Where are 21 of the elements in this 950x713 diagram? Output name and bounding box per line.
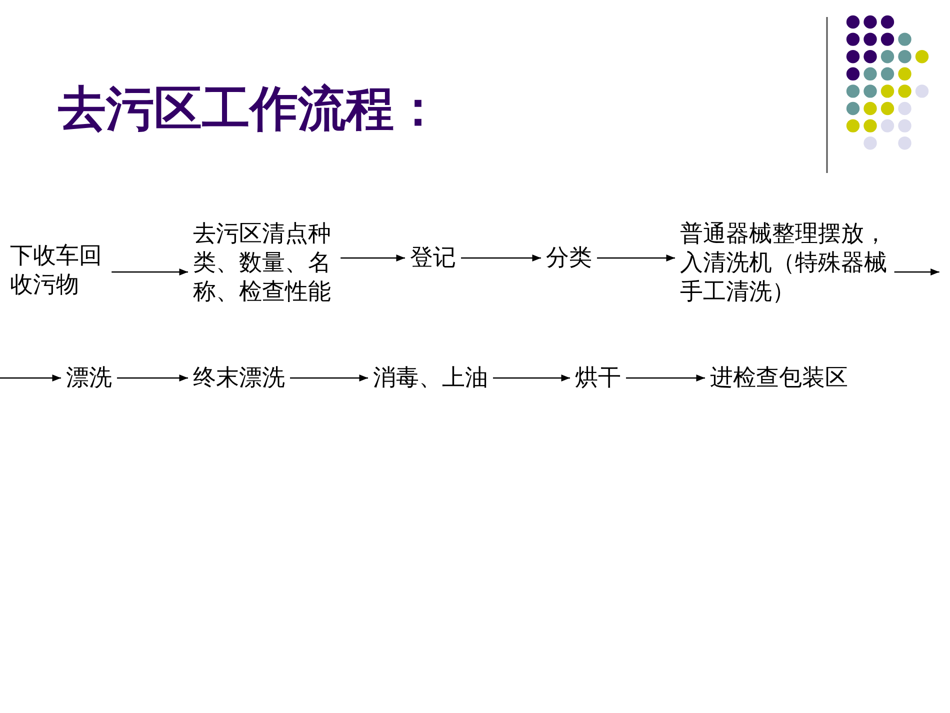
process-step-label: 烘干 bbox=[575, 364, 621, 393]
process-step-label: 去污区清点种类、数量、名称、检查性能 bbox=[193, 220, 336, 307]
process-step-label: 终末漂洗 bbox=[193, 364, 285, 393]
flow-arrow bbox=[340, 254, 405, 262]
flow-arrow bbox=[112, 268, 188, 276]
page-title: 去污区工作流程： bbox=[58, 80, 442, 138]
flow-arrow bbox=[290, 374, 368, 382]
process-step-label: 分类 bbox=[546, 244, 592, 273]
flow-arrow bbox=[597, 254, 675, 262]
flow-arrow bbox=[0, 374, 61, 382]
flow-arrow bbox=[493, 374, 570, 382]
process-step-label: 进检查包装区 bbox=[710, 364, 848, 393]
process-step-label: 漂洗 bbox=[66, 364, 112, 393]
flow-arrow bbox=[626, 374, 705, 382]
process-step-label: 下收车回收污物 bbox=[10, 242, 107, 300]
process-step-label: 普通器械整理摆放，入清洗机（特殊器械手工清洗） bbox=[680, 220, 890, 307]
process-step-label: 消毒、上油 bbox=[373, 364, 488, 393]
flow-arrow bbox=[117, 374, 188, 382]
process-step-label: 登记 bbox=[410, 244, 456, 273]
flow-arrow bbox=[894, 268, 940, 276]
flow-arrow bbox=[461, 254, 541, 262]
